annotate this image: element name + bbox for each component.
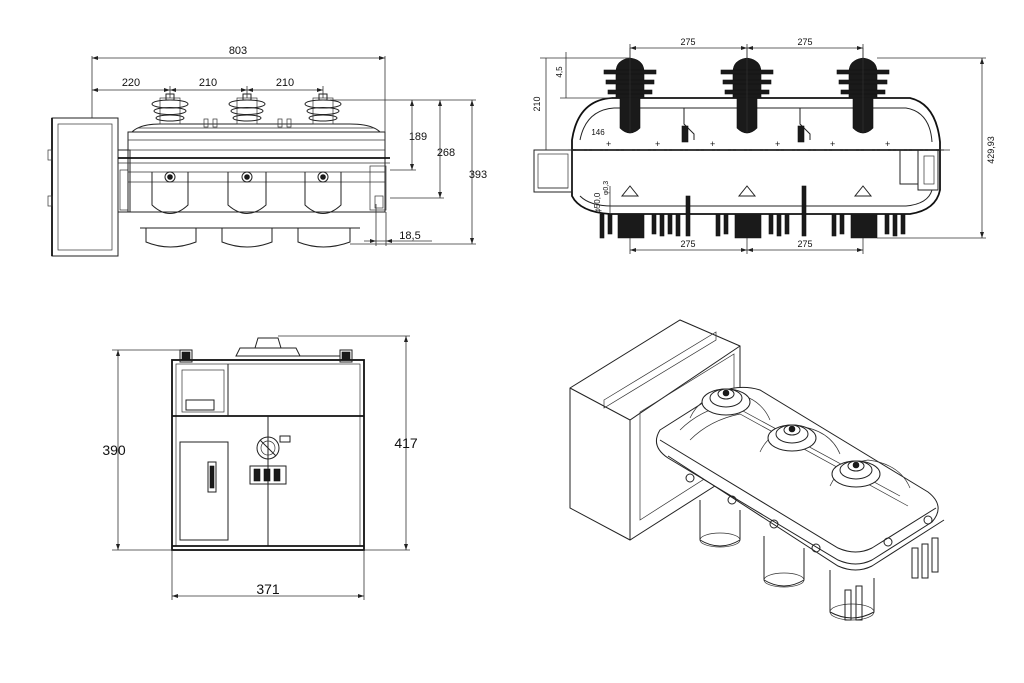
dim-overall-height: 429,93 [986, 136, 996, 164]
bushing-2 [228, 93, 266, 125]
top-bushings [603, 48, 890, 134]
dim-top-pitch-1: 275 [680, 37, 695, 47]
svg-text:+: + [775, 139, 780, 149]
side-view: 390 417 371 [102, 335, 418, 600]
svg-text:+: + [606, 139, 611, 149]
dim-height-3: 393 [469, 169, 487, 181]
dim-overall-width: 803 [229, 45, 247, 57]
dim-left-height: 210 [532, 96, 542, 111]
svg-text:+: + [710, 139, 715, 149]
side-frame [171, 359, 365, 551]
svg-text:+: + [655, 139, 660, 149]
dim-bore-small: φ0,3 [603, 181, 610, 195]
dim-top-pitch-2: 275 [797, 37, 812, 47]
dim-height-1: 189 [409, 131, 427, 143]
dim-side-left-height: 390 [102, 442, 126, 458]
lower-pockets [151, 171, 342, 214]
dim-pitch-3: 210 [276, 77, 294, 89]
iso-view [569, 319, 945, 621]
dim-height-2: 268 [437, 147, 455, 159]
dim-pitch-1: 220 [122, 77, 140, 89]
bottom-fins [599, 185, 906, 239]
iso-bushings [701, 388, 881, 488]
dim-pitch-2: 210 [199, 77, 217, 89]
dim-bottom-pitch-2: 275 [797, 239, 812, 249]
bushing-3 [304, 93, 342, 125]
dim-inner-small: 146 [591, 128, 605, 137]
mechanism-box [51, 117, 119, 257]
bushing-1 [151, 93, 189, 125]
svg-text:+: + [830, 139, 835, 149]
front-view: 803 220 210 210 189 268 393 [47, 45, 487, 257]
dim-bottom-pitch-1: 275 [680, 239, 695, 249]
breaker-body [127, 131, 386, 213]
svg-text:+: + [885, 139, 890, 149]
dim-side-width: 371 [256, 581, 280, 597]
tank-upper [571, 97, 941, 151]
dim-bore-dia: φ50,0 [593, 192, 602, 213]
dim-side-right-height: 417 [394, 435, 418, 451]
section-view: + + + + + + 275 275 275 275 210 4,5 1 [532, 37, 996, 254]
tank-lower [571, 150, 941, 215]
dim-small-top: 4,5 [555, 66, 564, 78]
dim-offset: 18,5 [399, 230, 420, 242]
